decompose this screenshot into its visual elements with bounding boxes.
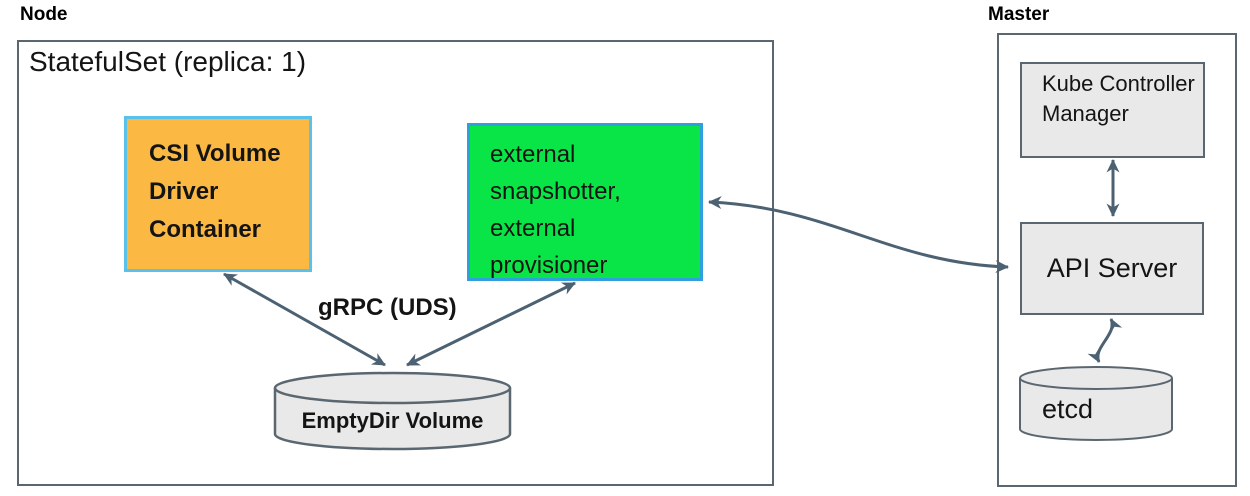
api-server-box: API Server [1020,222,1204,315]
statefulset-title: StatefulSet (replica: 1) [29,46,307,77]
kube-controller-manager-label: Kube Controller Manager [1042,71,1195,126]
external-sidecar-label: external snapshotter, external provision… [490,141,621,279]
emptydir-volume-label: EmptyDir Volume [301,408,484,433]
kube-controller-manager-box: Kube Controller Manager [1020,62,1205,158]
node-container-box: StatefulSet (replica: 1) [17,40,774,486]
csi-volume-driver-label: CSI Volume Driver Container [149,140,281,243]
master-label: Master [988,4,1050,25]
etcd-label: etcd [1042,394,1094,424]
node-label: Node [20,4,68,25]
grpc-uds-label: gRPC (UDS) [318,294,457,321]
external-sidecar-box: external snapshotter, external provision… [467,123,703,281]
csi-volume-driver-box: CSI Volume Driver Container [124,116,312,272]
api-server-label: API Server [1046,253,1178,283]
